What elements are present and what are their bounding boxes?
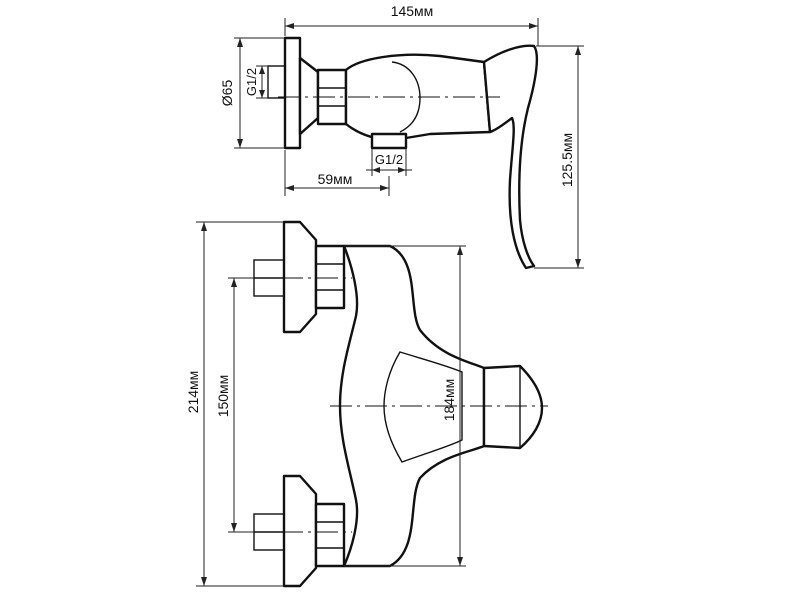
dim-height: 125.5мм	[534, 45, 584, 269]
dim-outlet-thread-label: G1/2	[375, 152, 403, 167]
dim-total-width-label: 214мм	[185, 371, 201, 414]
side-view-pipe-stub	[267, 65, 286, 99]
dim-total-width: 214мм	[185, 221, 284, 587]
dim-body-length: 184мм	[344, 245, 466, 567]
side-view-lever-handle	[482, 44, 539, 270]
side-view-outlet-nipple	[370, 132, 408, 150]
front-view-handle-knob	[482, 364, 544, 450]
dim-outlet-thread: G1/2	[366, 148, 412, 176]
front-view-flange-top	[282, 220, 318, 334]
front-view-nut-bottom	[314, 502, 346, 568]
dim-height-label: 125.5мм	[559, 133, 575, 187]
dim-total-length-label: 145мм	[391, 3, 434, 19]
side-view	[267, 36, 539, 270]
dim-inlet-thread: G1/2	[244, 65, 268, 99]
dim-center-distance-label: 150мм	[215, 375, 231, 418]
front-view-flange-bottom	[282, 474, 318, 588]
dim-total-length: 145мм	[284, 3, 539, 46]
dim-flange-diameter-label: Ø65	[219, 80, 235, 107]
dim-center-distance: 150мм	[215, 277, 254, 533]
front-view	[246, 220, 548, 588]
dim-inlet-thread-label: G1/2	[244, 68, 259, 96]
front-view-nut-top	[314, 244, 346, 310]
side-view-flange	[283, 36, 302, 150]
dim-outlet-offset-label: 59мм	[318, 171, 353, 187]
dim-outlet-offset: 59мм	[284, 150, 390, 196]
dim-flange-diameter: Ø65	[219, 37, 285, 149]
side-view-body-curve	[391, 61, 421, 133]
front-view-body-recess	[383, 351, 463, 463]
side-view-flange-lip	[298, 56, 320, 136]
dim-body-length-label: 184мм	[441, 379, 457, 422]
